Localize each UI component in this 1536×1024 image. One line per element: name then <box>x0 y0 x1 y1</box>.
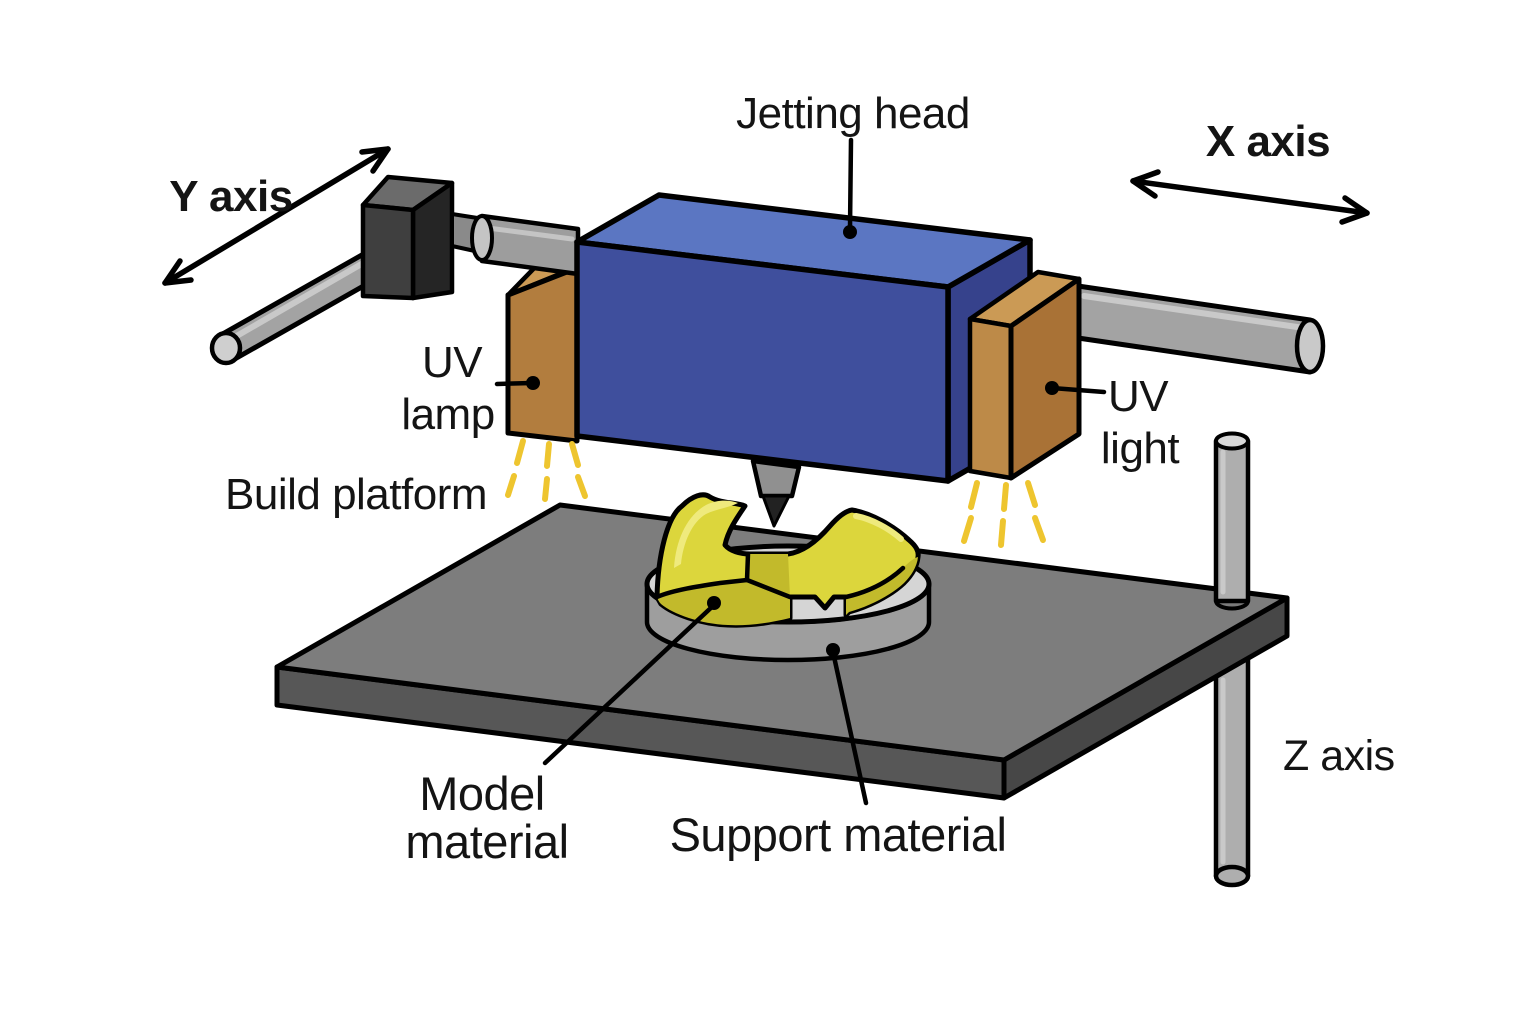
uv-ray <box>569 441 581 468</box>
x-rail <box>1075 283 1326 375</box>
label-uv-light-line1: UV <box>1108 372 1169 421</box>
z-rod-upper <box>1213 431 1251 611</box>
nozzle-needle <box>761 494 791 528</box>
label-uv-light-line2: light <box>1101 424 1179 473</box>
leader-lines <box>494 137 1107 806</box>
uv-ray <box>575 474 588 499</box>
uv-lamp-left <box>505 254 580 444</box>
y-axis-arrow <box>162 146 391 286</box>
label-uv-lamp-line2: lamp <box>401 390 494 439</box>
label-model-material-line2: material <box>405 815 568 868</box>
jetting-head-dot <box>843 225 857 239</box>
support-material-dot <box>826 643 840 657</box>
uv-light-dot <box>1045 381 1059 395</box>
uv-ray <box>505 473 517 498</box>
x-axis-shaft <box>1130 178 1370 216</box>
uv-ray <box>1025 480 1038 508</box>
uv-ray <box>1001 482 1009 512</box>
label-x-axis: X axis <box>1206 117 1330 166</box>
uv-ray <box>998 518 1006 548</box>
x-axis-arrowhead-left-icon <box>1130 169 1161 199</box>
x-rail-end-cap <box>1294 317 1326 375</box>
carriage-block-front <box>360 202 416 301</box>
y-axis-shaft <box>162 146 391 286</box>
model-highlight <box>674 500 738 568</box>
label-y-axis: Y axis <box>169 172 292 221</box>
y-axis-arrowhead-up-icon <box>359 146 391 174</box>
uv-light-leader <box>1049 385 1107 395</box>
sleeve-highlight <box>485 225 575 242</box>
jetting-head-leader <box>847 137 854 231</box>
x-axis-arrowhead-right-icon <box>1339 195 1370 225</box>
y-axis-arrowhead-down-icon <box>162 258 194 286</box>
y-rail-highlight <box>225 248 387 344</box>
z-rod-top-cap <box>1214 431 1250 451</box>
label-model-material-line1: Model <box>419 767 545 820</box>
uv-ray <box>514 438 526 466</box>
model-top-front-edge <box>654 551 751 600</box>
uv-ray <box>961 515 974 544</box>
model-part <box>654 492 921 628</box>
jetting-head <box>574 192 1033 484</box>
label-jetting-head: Jetting head <box>736 89 970 138</box>
carriage-block <box>360 174 455 301</box>
model-front-face <box>657 554 790 626</box>
uv-ray <box>544 441 552 469</box>
uv-rays-left <box>505 438 588 502</box>
label-uv-lamp-line1: UV <box>422 338 483 387</box>
x-rail-highlight <box>1081 293 1307 331</box>
sleeve-thick <box>479 213 581 277</box>
uv-ray <box>1032 515 1046 543</box>
z-rod-bottom-cap <box>1213 864 1251 888</box>
uv-lamp-left-front <box>505 265 580 444</box>
label-build-platform: Build platform <box>225 470 487 519</box>
support-material-leader <box>830 649 869 806</box>
sleeve-end-cap <box>470 214 494 262</box>
model-material-leader <box>542 602 717 766</box>
y-rail <box>209 240 400 366</box>
jetting-head-front <box>574 239 951 484</box>
uv-lamp-right-edge <box>967 316 1014 481</box>
label-support-material: Support material <box>670 808 1007 861</box>
connector-sleeve <box>450 212 581 277</box>
z-rod-lower <box>1213 637 1251 888</box>
y-rail-end-cap <box>209 330 243 366</box>
nozzle-body <box>750 458 802 499</box>
nozzle <box>750 458 802 528</box>
model-material-dot <box>707 596 721 610</box>
x-axis-arrow <box>1130 169 1370 225</box>
uv-lamp-right-front <box>1008 276 1082 481</box>
uv-ray <box>542 476 550 502</box>
labels: Jetting head X axis Y axis UV lamp UV li… <box>169 89 1395 868</box>
model-right-edge <box>843 565 906 600</box>
uv-ray <box>968 480 980 510</box>
label-z-axis: Z axis <box>1283 732 1395 780</box>
model-highlight-right <box>853 513 904 542</box>
model-crease-edge <box>744 577 793 600</box>
uv-rays-right <box>961 480 1046 548</box>
uv-lamp-right <box>967 269 1082 481</box>
uv-lamp-dot <box>526 376 540 390</box>
